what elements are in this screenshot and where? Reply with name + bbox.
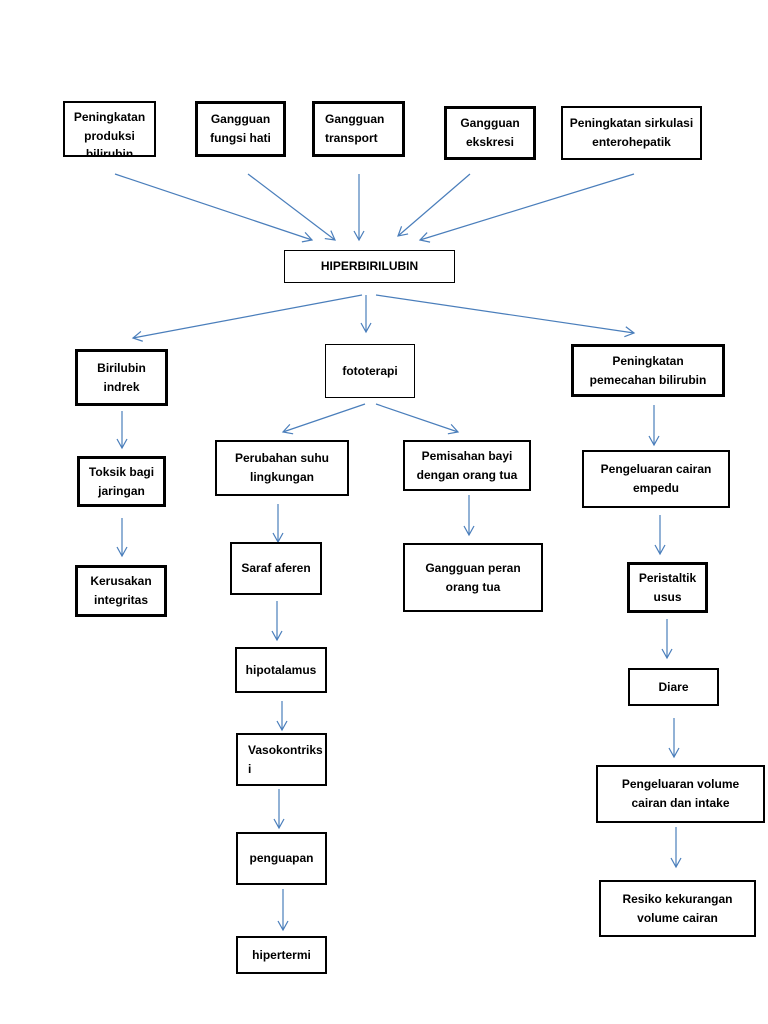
node-pengeluaran-empedu: Pengeluaran cairan empedu [582, 450, 730, 508]
arrow-sirkulasi-to-hiper [418, 173, 635, 243]
node-vasokontriksi: Vasokontriks i [236, 733, 327, 786]
node-gangguan-transport: Gangguan transport [312, 101, 405, 157]
arrow-hiper-to-pemecahan [375, 294, 636, 338]
node-peristaltik: Peristaltik usus [627, 562, 708, 613]
node-pengeluaran-volume: Pengeluaran volume cairan dan intake [596, 765, 765, 823]
arrow-produksi-to-hiper [114, 173, 314, 243]
node-hipotalamus: hipotalamus [235, 647, 327, 693]
arrow-hiper-to-birilubin [131, 294, 363, 342]
node-gangguan-fungsi-hati: Gangguan fungsi hati [195, 101, 286, 157]
node-saraf-aferen: Saraf aferen [230, 542, 322, 595]
node-diare: Diare [628, 668, 719, 706]
node-hipertermi: hipertermi [236, 936, 327, 974]
node-fototerapi: fototerapi [325, 344, 415, 398]
node-peningkatan-produksi: Peningkatan produksi bilirubin [63, 101, 156, 157]
node-peningkatan-pemecahan: Peningkatan pemecahan bilirubin [571, 344, 725, 397]
node-resiko: Resiko kekurangan volume cairan [599, 880, 756, 937]
node-hiperbilirubin: HIPERBIRILUBIN [284, 250, 455, 283]
node-peningkatan-sirkulasi: Peningkatan sirkulasi enterohepatik [561, 106, 702, 160]
node-birilubin-indrek: Birilubin indrek [75, 349, 168, 406]
node-toksik: Toksik bagi jaringan [77, 456, 166, 507]
node-gangguan-ekskresi: Gangguan ekskresi [444, 106, 536, 160]
arrow-ekskresi-to-hiper [397, 173, 471, 237]
node-gangguan-peran: Gangguan peran orang tua [403, 543, 543, 612]
arrow-fototerapi-to-suhu [281, 403, 366, 435]
arrow-fototerapi-to-pemisahan [375, 403, 460, 435]
node-pemisahan-bayi: Pemisahan bayi dengan orang tua [403, 440, 531, 491]
arrow-fungsi-hati-to-hiper [247, 173, 336, 241]
node-kerusakan: Kerusakan integritas [75, 565, 167, 617]
node-perubahan-suhu: Perubahan suhu lingkungan [215, 440, 349, 496]
node-penguapan: penguapan [236, 832, 327, 885]
